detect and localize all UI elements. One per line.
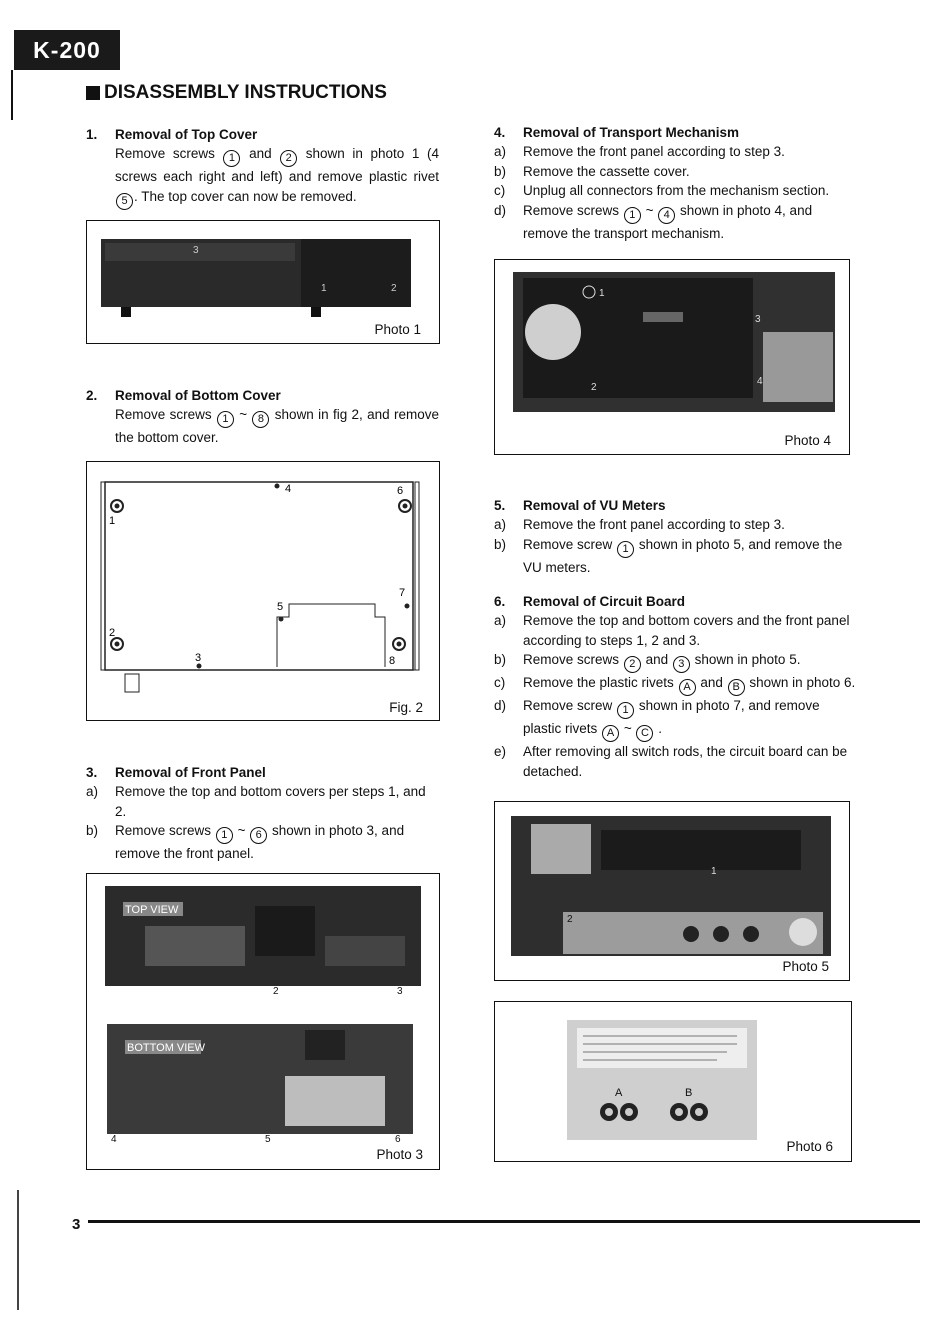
section-number: 1. [86,127,98,142]
photo-3-image: TOP VIEW 2 3 BOTTOM VIEW 4 5 6 [105,886,421,1145]
section-title: Removal of Bottom Cover [115,388,281,403]
svg-text:2: 2 [109,627,115,639]
photo-5-caption: Photo 5 [782,959,829,974]
section-number: 4. [494,125,506,140]
rivet-marker: C [636,725,654,743]
rivet-marker: B [727,679,745,697]
svg-text:5: 5 [277,601,283,613]
svg-text:4: 4 [757,376,763,387]
section-2: 2. Removal of Bottom Cover Remove screws… [86,386,439,448]
section-3: 3. Removal of Front Panel a)Remove the t… [86,765,426,862]
section-body: Remove screws 1 ~ 8 shown in fig 2, and … [115,407,439,446]
photo-6-frame: A B Photo 6 [494,1001,852,1162]
section-number: 2. [86,388,98,403]
footer-rule [88,1220,920,1223]
svg-text:1: 1 [599,288,605,299]
section-title: Removal of VU Meters [523,498,666,513]
section-body: Remove screws 1 and 2 shown in photo 1 (… [115,144,439,210]
screw-marker: 1 [617,540,635,558]
svg-text:4: 4 [285,483,291,495]
screw-marker: 8 [252,411,270,429]
fig-2-drawing: 4 6 1 7 5 2 3 8 [100,481,420,693]
photo-4-image: 1 3 2 4 [513,272,835,412]
svg-text:1: 1 [109,515,115,527]
screw-marker: 1 [623,206,641,224]
photo-1-frame: 3 2 1 Photo 1 [86,220,440,344]
section-number: 5. [494,498,506,513]
svg-text:6: 6 [395,1134,401,1145]
screw-marker: 6 [250,827,268,845]
rivet-marker: A [602,725,620,743]
screw-marker: 4 [658,206,676,224]
svg-text:2: 2 [567,914,573,925]
photo-6-caption: Photo 6 [786,1139,833,1154]
svg-text:2: 2 [391,283,397,294]
svg-text:4: 4 [111,1134,117,1145]
fig-2-frame: 4 6 1 7 5 2 3 8 Fig. 2 [86,461,440,721]
photo-4-caption: Photo 4 [784,433,831,448]
photo-1-caption: Photo 1 [374,322,421,337]
svg-text:7: 7 [399,587,405,599]
photo-4-frame: 1 3 2 4 Photo 4 [494,259,850,455]
section-1: 1. Removal of Top Cover Remove screws 1 … [86,125,439,210]
photo-5-frame: 1 2 Photo 5 [494,801,850,981]
svg-text:6: 6 [397,485,403,497]
section-4: 4. Removal of Transport Mechanism a)Remo… [494,125,830,241]
photo-6-image: A B [567,1020,757,1140]
rivet-marker: 5 [116,192,133,210]
svg-text:8: 8 [389,655,395,667]
page-heading: DISASSEMBLY INSTRUCTIONS [86,82,387,104]
screw-marker: 1 [216,411,234,429]
screw-marker: 1 [215,827,233,845]
photo-5-image: 1 2 [511,816,831,956]
section-number: 6. [494,594,506,609]
svg-text:3: 3 [193,245,199,256]
svg-text:TOP VIEW: TOP VIEW [125,904,179,916]
svg-text:B: B [685,1087,692,1099]
svg-text:3: 3 [397,986,403,997]
screw-marker: 1 [617,702,635,720]
section-title: Removal of Circuit Board [523,594,686,609]
svg-text:1: 1 [321,283,327,294]
section-5: 5. Removal of VU Meters a)Remove the fro… [494,498,843,575]
section-title: Removal of Top Cover [115,127,258,142]
svg-text:2: 2 [591,382,597,393]
fig-2-caption: Fig. 2 [389,700,423,715]
svg-text:A: A [615,1087,623,1099]
model-badge: K-200 [14,30,120,70]
page-number: 3 [72,1216,81,1233]
screw-marker: 3 [672,656,690,674]
photo-3-frame: TOP VIEW 2 3 BOTTOM VIEW 4 5 6 Photo 3 [86,873,440,1170]
svg-text:BOTTOM VIEW: BOTTOM VIEW [127,1042,206,1054]
svg-text:1: 1 [711,866,717,877]
screw-marker: 2 [280,150,298,168]
page-title: DISASSEMBLY INSTRUCTIONS [104,82,387,103]
section-number: 3. [86,765,98,780]
screw-marker: 2 [623,656,641,674]
screw-marker: 1 [223,150,241,168]
heading-bullet [86,86,100,100]
rivet-marker: A [678,679,696,697]
section-6: 6. Removal of Circuit Board a)Remove the… [494,594,856,779]
photo-1-image: 3 2 1 [101,239,411,317]
svg-text:2: 2 [273,986,279,997]
svg-text:3: 3 [755,314,761,325]
section-title: Removal of Front Panel [115,765,266,780]
svg-text:3: 3 [195,652,201,664]
svg-text:5: 5 [265,1134,271,1145]
margin-line [11,70,13,120]
section-title: Removal of Transport Mechanism [523,125,740,140]
margin-mark [17,1190,19,1310]
photo-3-caption: Photo 3 [376,1147,423,1162]
